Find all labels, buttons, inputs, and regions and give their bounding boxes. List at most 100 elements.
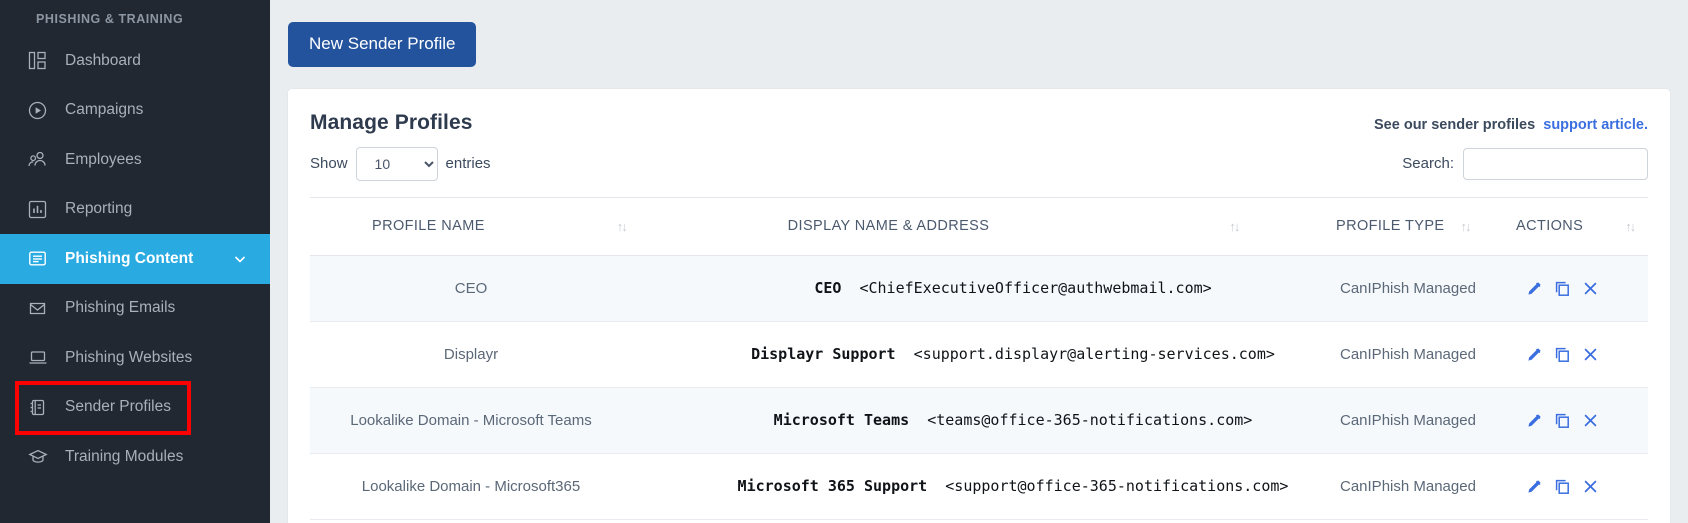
cell-actions [1516, 387, 1648, 454]
table-row[interactable]: Lookalike Domain - Microsoft365 Microsof… [310, 453, 1648, 520]
duplicate-icon[interactable] [1554, 280, 1571, 297]
edit-icon[interactable] [1526, 478, 1543, 495]
sidebar-item-label: Training Modules [65, 447, 184, 465]
column-header-actions[interactable]: ACTIONS ↑↓ [1516, 196, 1648, 256]
sidebar-item-label: Phishing Content [65, 249, 194, 267]
email-address: <support@office-365-notifications.com> [945, 477, 1289, 496]
edit-icon[interactable] [1526, 346, 1543, 363]
sidebar-item-reporting[interactable]: Reporting [0, 185, 270, 235]
duplicate-icon[interactable] [1554, 346, 1571, 363]
manage-profiles-card: Manage Profiles See our sender profiles … [288, 88, 1670, 523]
edit-icon[interactable] [1526, 412, 1543, 429]
table-header: PROFILE NAME ↑↓ DISPLAY NAME & ADDRESS ↑… [310, 196, 1648, 256]
cell-display-name-address: CEO <ChiefExecutiveOfficer@authwebmail.c… [690, 255, 1336, 322]
column-label: DISPLAY NAME & ADDRESS [787, 218, 990, 235]
sidebar-item-sender-profiles[interactable]: Sender Profiles [0, 383, 270, 433]
support-article-line: See our sender profiles support article. [1374, 111, 1648, 133]
laptop-icon [28, 348, 54, 367]
edit-icon[interactable] [1526, 280, 1543, 297]
chevron-down-icon[interactable] [232, 251, 248, 267]
sidebar-item-label: Campaigns [65, 101, 144, 119]
graduation-cap-icon [28, 447, 54, 466]
sidebar-item-training-modules[interactable]: Training Modules [0, 432, 270, 482]
employees-icon [28, 150, 54, 169]
search-label: Search: [1402, 155, 1454, 173]
campaigns-play-icon [28, 101, 54, 120]
duplicate-icon[interactable] [1554, 478, 1571, 495]
cell-profile-name: Lookalike Domain - Microsoft365 [310, 453, 690, 520]
table-row[interactable]: CEO CEO <ChiefExecutiveOfficer@authwebma… [310, 255, 1648, 322]
sidebar-item-campaigns[interactable]: Campaigns [0, 86, 270, 136]
email-address: <ChiefExecutiveOfficer@authwebmail.com> [859, 279, 1212, 298]
duplicate-icon[interactable] [1554, 412, 1571, 429]
cell-display-name-address: Microsoft Teams <teams@office-365-notifi… [690, 387, 1336, 454]
sidebar-item-employees[interactable]: Employees [0, 135, 270, 185]
column-header-display-name-address[interactable]: DISPLAY NAME & ADDRESS ↑↓ [690, 196, 1336, 256]
cell-display-name-address: Displayr Support <support.displayr@alert… [690, 321, 1336, 388]
cell-profile-name: Displayr [310, 321, 690, 388]
page-title: Manage Profiles [310, 110, 473, 134]
cell-profile-name: CEO [310, 255, 690, 322]
sidebar-heading: PHISHING & TRAINING [36, 12, 184, 26]
support-article-link[interactable]: support article. [1543, 116, 1648, 133]
display-name: Microsoft Teams [773, 411, 910, 430]
sidebar-item-label: Phishing Websites [65, 348, 193, 366]
column-label: PROFILE NAME [372, 218, 485, 235]
display-name: Displayr Support [751, 345, 896, 364]
table-row[interactable]: Lookalike Domain - Microsoft Teams Micro… [310, 387, 1648, 454]
table-row[interactable]: Displayr Displayr Support <support.displ… [310, 321, 1648, 388]
main-content: New Sender Profile Manage Profiles See o… [270, 0, 1688, 523]
sidebar-item-label: Employees [65, 150, 142, 168]
show-label: Show [310, 155, 348, 173]
display-name: CEO [814, 279, 842, 298]
reporting-chart-icon [28, 200, 54, 219]
profiles-table: PROFILE NAME ↑↓ DISPLAY NAME & ADDRESS ↑… [310, 196, 1648, 520]
table-header-row: PROFILE NAME ↑↓ DISPLAY NAME & ADDRESS ↑… [310, 196, 1648, 256]
cell-profile-type: CanIPhish Managed [1336, 387, 1516, 454]
phishing-content-icon [28, 249, 54, 268]
sort-icon[interactable]: ↑↓ [616, 218, 628, 234]
entries-per-page-select[interactable]: 10 25 50 100 [355, 146, 438, 181]
delete-icon[interactable] [1582, 412, 1599, 429]
cell-actions [1516, 321, 1648, 388]
entries-label: entries [445, 155, 491, 173]
cell-profile-type: CanIPhish Managed [1336, 255, 1516, 322]
column-label: PROFILE TYPE [1336, 218, 1445, 235]
sidebar-item-phishing-content[interactable]: Phishing Content [0, 234, 270, 284]
column-label: ACTIONS [1516, 218, 1584, 235]
cell-profile-type: CanIPhish Managed [1336, 453, 1516, 520]
support-article-text: See our sender profiles [1374, 116, 1536, 133]
sidebar-item-label: Reporting [65, 200, 133, 218]
sort-icon[interactable]: ↑↓ [1625, 218, 1636, 234]
delete-icon[interactable] [1582, 346, 1599, 363]
email-address: <teams@office-365-notifications.com> [927, 411, 1253, 430]
dashboard-icon [28, 51, 54, 70]
column-header-profile-type[interactable]: PROFILE TYPE ↑↓ [1336, 196, 1516, 256]
sidebar-item-label: Phishing Emails [65, 299, 176, 317]
delete-icon[interactable] [1582, 280, 1599, 297]
sidebar-item-label: Dashboard [65, 51, 141, 69]
table-controls: Show 10 25 50 100 entries Search: [310, 146, 1648, 181]
sender-profiles-icon [28, 398, 54, 417]
display-name: Microsoft 365 Support [737, 477, 928, 496]
sidebar: PHISHING & TRAINING Dashboard Campaigns [0, 0, 270, 523]
entries-length-control: Show 10 25 50 100 entries [310, 146, 499, 181]
column-header-profile-name[interactable]: PROFILE NAME ↑↓ [310, 196, 690, 256]
card-header: Manage Profiles See our sender profiles … [310, 111, 1648, 135]
delete-icon[interactable] [1582, 478, 1599, 495]
sidebar-item-phishing-websites[interactable]: Phishing Websites [0, 333, 270, 383]
sidebar-item-label: Sender Profiles [65, 398, 171, 416]
search-input[interactable] [1463, 147, 1648, 180]
table-body: CEO CEO <ChiefExecutiveOfficer@authwebma… [310, 255, 1648, 520]
cell-actions [1516, 453, 1648, 520]
cell-display-name-address: Microsoft 365 Support <support@office-36… [690, 453, 1336, 520]
cell-profile-name: Lookalike Domain - Microsoft Teams [310, 387, 690, 454]
sidebar-item-dashboard[interactable]: Dashboard [0, 36, 270, 86]
cell-profile-type: CanIPhish Managed [1336, 321, 1516, 388]
sidebar-item-phishing-emails[interactable]: Phishing Emails [0, 284, 270, 334]
sort-icon[interactable]: ↑↓ [1460, 218, 1471, 234]
sort-icon[interactable]: ↑↓ [1229, 218, 1240, 234]
email-address: <support.displayr@alerting-services.com> [913, 345, 1275, 364]
new-sender-profile-button[interactable]: New Sender Profile [288, 22, 477, 67]
